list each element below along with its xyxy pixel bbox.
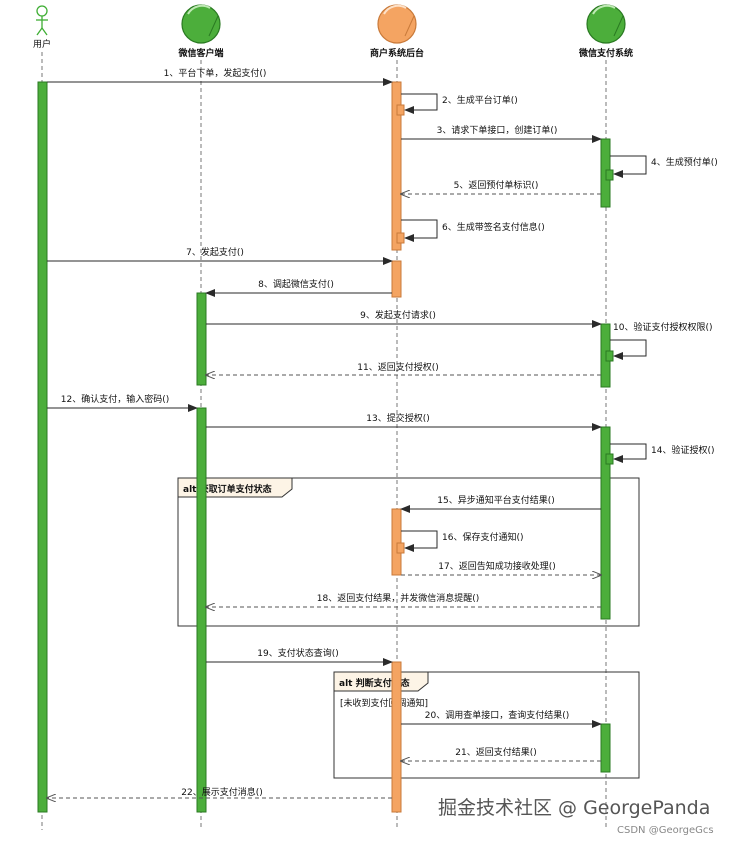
- participant-label-user: 用户: [33, 38, 51, 50]
- message-label: 12、确认支付，输入密码(): [61, 393, 169, 405]
- activation-user: [37, 81, 48, 813]
- participant-label-wxpay: 微信支付系统: [578, 47, 633, 59]
- message-1: 1、平台下单，发起支付(): [47, 67, 393, 86]
- activation-wxpay: [600, 426, 611, 620]
- actor-icon: [36, 5, 48, 36]
- message-label: 16、保存支付通知(): [442, 531, 523, 543]
- message-16: 16、保存支付通知(): [401, 530, 523, 552]
- message-label: 14、验证授权(): [651, 444, 714, 456]
- message-label: 8、调起微信支付(): [258, 278, 334, 290]
- activation-wxpay-nested: [605, 169, 614, 181]
- message-label: 17、返回告知成功接收处理(): [438, 560, 555, 572]
- fragment-title: alt 获取订单支付状态: [183, 483, 272, 495]
- message-11: 11、返回支付授权(): [206, 361, 601, 375]
- message-label: 2、生成平台订单(): [442, 94, 518, 106]
- message-label: 4、生成预付单(): [651, 156, 718, 168]
- fragment-guard: [未收到支付回调通知]: [340, 697, 428, 709]
- message-6: 6、生成带签名支付信息(): [401, 219, 545, 242]
- message-13: 13、提交授权(): [206, 412, 602, 431]
- message-22: 22、展示支付消息(): [47, 786, 392, 798]
- watermark-sub: CSDN @GeorgeGcs: [617, 825, 714, 836]
- message-label: 9、发起支付请求(): [360, 309, 436, 321]
- entity-circle-icon: [586, 4, 626, 44]
- message-21: 21、返回支付结果(): [401, 746, 601, 761]
- message-label: 6、生成带签名支付信息(): [442, 221, 545, 233]
- message-label: 11、返回支付授权(): [357, 361, 438, 373]
- activation-client: [196, 292, 207, 386]
- activation-backend-nested: [396, 232, 405, 244]
- message-17: 17、返回告知成功接收处理(): [401, 560, 601, 575]
- message-10: 10、验证支付授权权限(): [610, 321, 712, 360]
- message-12: 12、确认支付，输入密码(): [47, 393, 198, 412]
- message-label: 10、验证支付授权权限(): [613, 321, 712, 333]
- message-label: 13、提交授权(): [366, 412, 429, 424]
- participant-label-client: 微信客户端: [177, 47, 223, 59]
- message-20: 20、调用查单接口，查询支付结果(): [401, 709, 602, 728]
- participant-label-backend: 商户系统后台: [370, 47, 424, 59]
- entity-circle-icon: [181, 4, 221, 44]
- message-label: 18、返回支付结果，并发微信消息提醒(): [317, 592, 479, 604]
- watermark-main: 掘金技术社区 @ GeorgePanda: [438, 797, 710, 819]
- message-label: 3、请求下单接口，创建订单(): [437, 124, 558, 136]
- message-5: 5、返回预付单标识(): [401, 179, 601, 194]
- message-8: 8、调起微信支付(): [205, 278, 392, 297]
- activation-backend-nested: [396, 542, 405, 554]
- message-2: 2、生成平台订单(): [401, 93, 518, 114]
- activation-client: [196, 407, 207, 813]
- activation-backend: [391, 508, 402, 576]
- message-3: 3、请求下单接口，创建订单(): [401, 124, 602, 143]
- participant-backend: 商户系统后台: [370, 4, 424, 59]
- activation-wxpay: [600, 723, 611, 773]
- message-14: 14、验证授权(): [610, 443, 714, 463]
- activation-wxpay-nested: [605, 453, 614, 465]
- activation-backend-nested: [396, 104, 405, 116]
- message-label: 20、调用查单接口，查询支付结果(): [425, 709, 569, 721]
- entity-circle-icon: [377, 4, 417, 44]
- activation-backend: [391, 81, 402, 251]
- message-19: 19、支付状态查询(): [206, 647, 393, 666]
- activation-wxpay-nested: [605, 350, 614, 362]
- message-18: 18、返回支付结果，并发微信消息提醒(): [206, 592, 601, 607]
- activation-backend: [391, 661, 402, 813]
- participant-client: 微信客户端: [177, 4, 224, 59]
- alt-fragment-payment-state: alt 判断支付状态 [未收到支付回调通知]: [333, 671, 640, 779]
- activation-backend: [391, 260, 402, 298]
- message-label: 15、异步通知平台支付结果(): [437, 494, 554, 506]
- message-label: 7、发起支付(): [186, 246, 244, 258]
- message-label: 22、展示支付消息(): [181, 786, 262, 798]
- message-label: 5、返回预付单标识(): [454, 179, 539, 191]
- message-4: 4、生成预付单(): [610, 155, 718, 178]
- message-label: 1、平台下单，发起支付(): [164, 67, 267, 79]
- message-7: 7、发起支付(): [47, 246, 393, 265]
- message-label: 21、返回支付结果(): [455, 746, 536, 758]
- participant-wxpay: 微信支付系统: [578, 4, 633, 59]
- participant-user: 用户: [33, 5, 51, 50]
- message-9: 9、发起支付请求(): [206, 309, 602, 328]
- message-label: 19、支付状态查询(): [257, 647, 338, 659]
- message-15: 15、异步通知平台支付结果(): [400, 494, 601, 513]
